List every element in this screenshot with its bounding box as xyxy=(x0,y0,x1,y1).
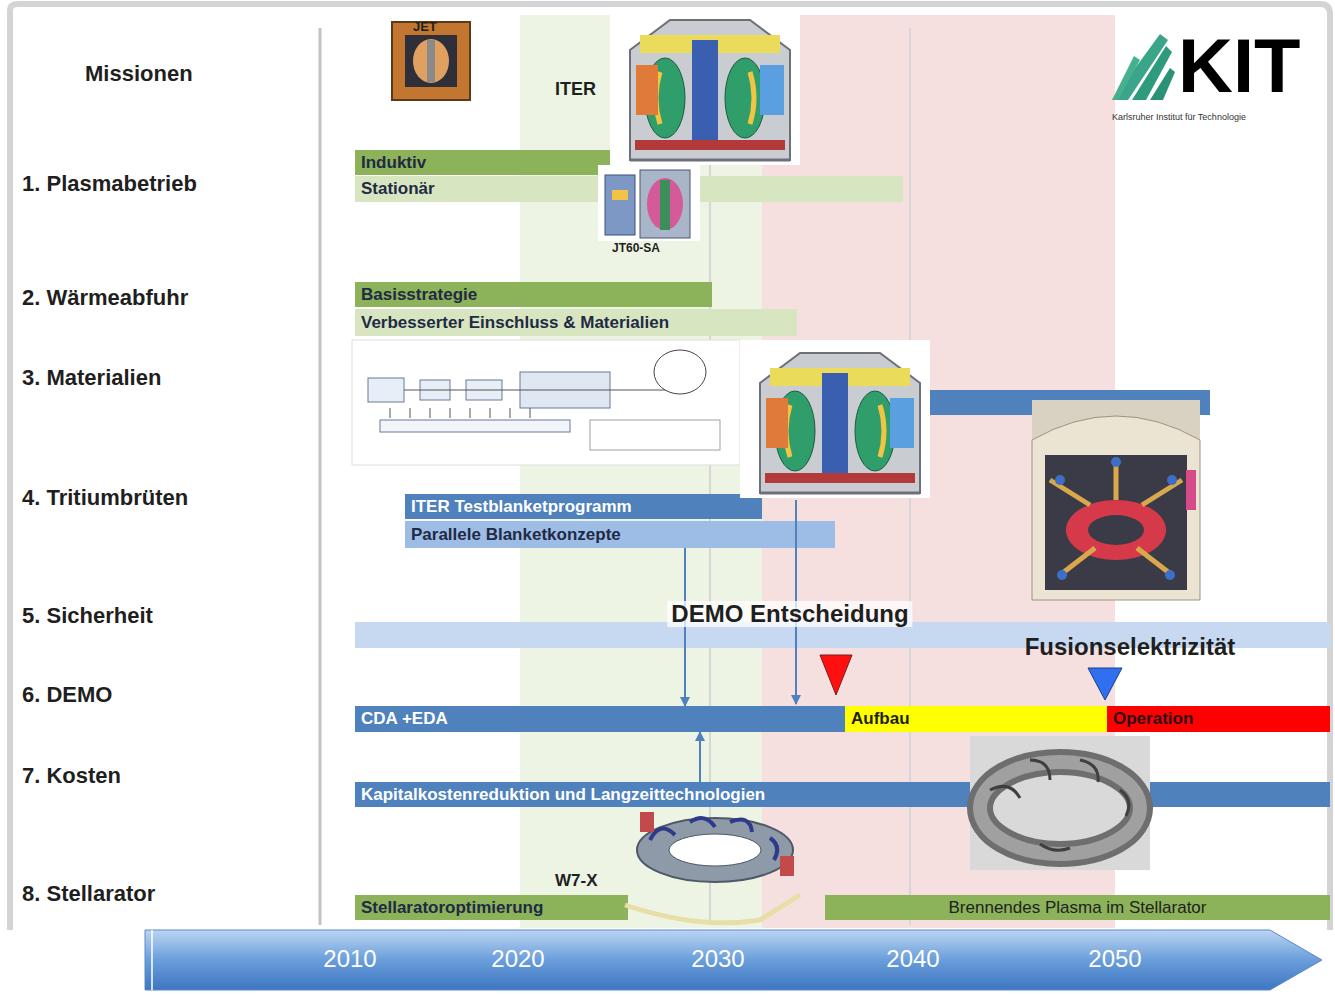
bar-label: Stellaratoroptimierung xyxy=(361,898,543,918)
kit-logo xyxy=(1112,34,1175,100)
column-heading: Missionen xyxy=(85,62,193,86)
iter-illustration xyxy=(610,10,800,165)
phase-bar: Induktiv xyxy=(355,150,610,175)
w7x-illustration xyxy=(625,812,800,923)
electricity-marker xyxy=(1088,668,1122,700)
mission-label: 5. Sicherheit xyxy=(22,604,153,628)
construction-phase-bar: Aufbau xyxy=(845,706,1107,732)
device-name: ITER xyxy=(555,80,596,100)
milestone-label: Fusionselektrizität xyxy=(1025,634,1236,660)
program-bar: Stellaratoroptimierung xyxy=(355,895,628,920)
mission-label: 8. Stellarator xyxy=(22,882,155,906)
bar-label: ITER Testblanketprogramm xyxy=(411,497,632,517)
mission-label: 2. Wärmeabfuhr xyxy=(22,286,188,310)
program-bar: Brennendes Plasma im Stellarator xyxy=(825,895,1330,920)
bar-label: CDA +EDA xyxy=(361,709,448,729)
bar-label: Brennendes Plasma im Stellarator xyxy=(949,898,1207,918)
phase-bar: Basisstrategie xyxy=(355,282,712,307)
bar-label: Operation xyxy=(1113,709,1193,729)
program-bar: ITER Testblanketprogramm xyxy=(405,494,762,519)
bar-label: Basisstrategie xyxy=(361,285,477,305)
bar-label: Stationär xyxy=(361,179,435,199)
year-label: 2050 xyxy=(1088,946,1141,972)
operation-phase-bar: Operation xyxy=(1107,706,1330,732)
bar-label: Parallele Blanketkonzepte xyxy=(411,525,621,545)
mission-label: 7. Kosten xyxy=(22,764,121,788)
phase-bar: Verbesserter Einschluss & Materialien xyxy=(355,309,797,336)
input-arrow xyxy=(699,732,701,782)
mission-label: 4. Tritiumbrüten xyxy=(22,486,188,510)
materials-bar xyxy=(355,390,1210,415)
device-name: JT60-SA xyxy=(612,242,660,255)
logo-subtitle: Karlsruher Institut für Technologie xyxy=(1112,113,1246,123)
year-label: 2040 xyxy=(886,946,939,972)
mission-label: 3. Materialien xyxy=(22,366,161,390)
device-name: W7-X xyxy=(555,872,598,891)
ifmif-schematic xyxy=(352,340,740,465)
year-label: 2010 xyxy=(323,946,376,972)
device-name: JET xyxy=(413,20,437,34)
phase-bar: Stationär xyxy=(355,176,903,202)
mission-label: 1. Plasmabetrieb xyxy=(22,172,197,196)
program-bar: Parallele Blanketkonzepte xyxy=(405,521,835,548)
timeline-arrow xyxy=(145,930,1322,990)
logo-text: KIT xyxy=(1178,28,1300,104)
bar-label: Aufbau xyxy=(851,709,910,729)
milestone-label: DEMO Entscheidung xyxy=(667,601,912,627)
program-bar: Kapitalkostenreduktion und Langzeittechn… xyxy=(355,782,1330,807)
demo-illustration xyxy=(1032,400,1200,600)
year-label: 2030 xyxy=(691,946,744,972)
mission-label: 6. DEMO xyxy=(22,683,112,707)
bar-label: Induktiv xyxy=(361,153,426,173)
bar-label: Kapitalkostenreduktion und Langzeittechn… xyxy=(361,785,765,805)
design-phase-bar: CDA +EDA xyxy=(355,706,845,732)
decision-marker xyxy=(820,655,852,695)
bar-label: Verbesserter Einschluss & Materialien xyxy=(361,313,669,333)
iter-illustration xyxy=(740,340,930,498)
year-label: 2020 xyxy=(491,946,544,972)
